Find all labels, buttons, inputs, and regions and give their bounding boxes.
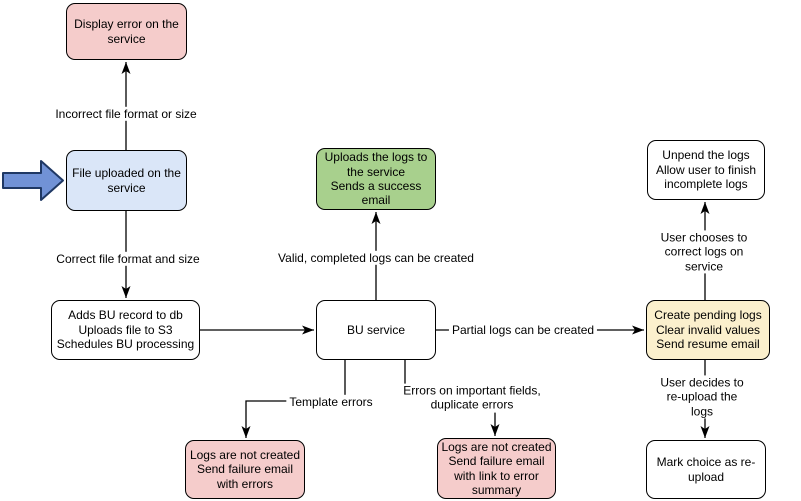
node-display-error: Display error on the service: [66, 3, 187, 60]
node-create-pending-logs: Create pending logs Clear invalid values…: [646, 300, 770, 360]
node-adds-bu-record: Adds BU record to db Uploads file to S3 …: [51, 300, 200, 360]
edge-label-incorrect-format: Incorrect file format or size: [52, 106, 200, 122]
edge-label-user-corrects: User chooses to correct logs on service: [655, 230, 753, 274]
edge-label-template-errors: Template errors: [286, 394, 376, 410]
edge-label-user-reuploads: User decides to re-upload the logs: [652, 375, 752, 419]
node-unpend-logs: Unpend the logs Allow user to finish inc…: [647, 140, 765, 200]
node-bu-service: BU service: [316, 300, 436, 360]
edge-label-valid-completed: Valid, completed logs can be created: [275, 250, 477, 266]
node-file-uploaded: File uploaded on the service: [66, 150, 187, 211]
edge-label-partial-logs: Partial logs can be created: [448, 322, 598, 338]
node-uploads-logs-success: Uploads the logs to the service Sends a …: [316, 148, 436, 210]
entry-point-arrow-icon: [2, 160, 64, 201]
node-logs-not-created-summary: Logs are not created Send failure email …: [437, 438, 556, 499]
node-logs-not-created-errors: Logs are not created Send failure email …: [185, 440, 305, 499]
edge-label-important-fields: Errors on important fields, duplicate er…: [400, 383, 544, 413]
node-mark-reupload: Mark choice as re- upload: [646, 440, 766, 499]
edge-label-correct-format: Correct file format and size: [53, 251, 203, 267]
